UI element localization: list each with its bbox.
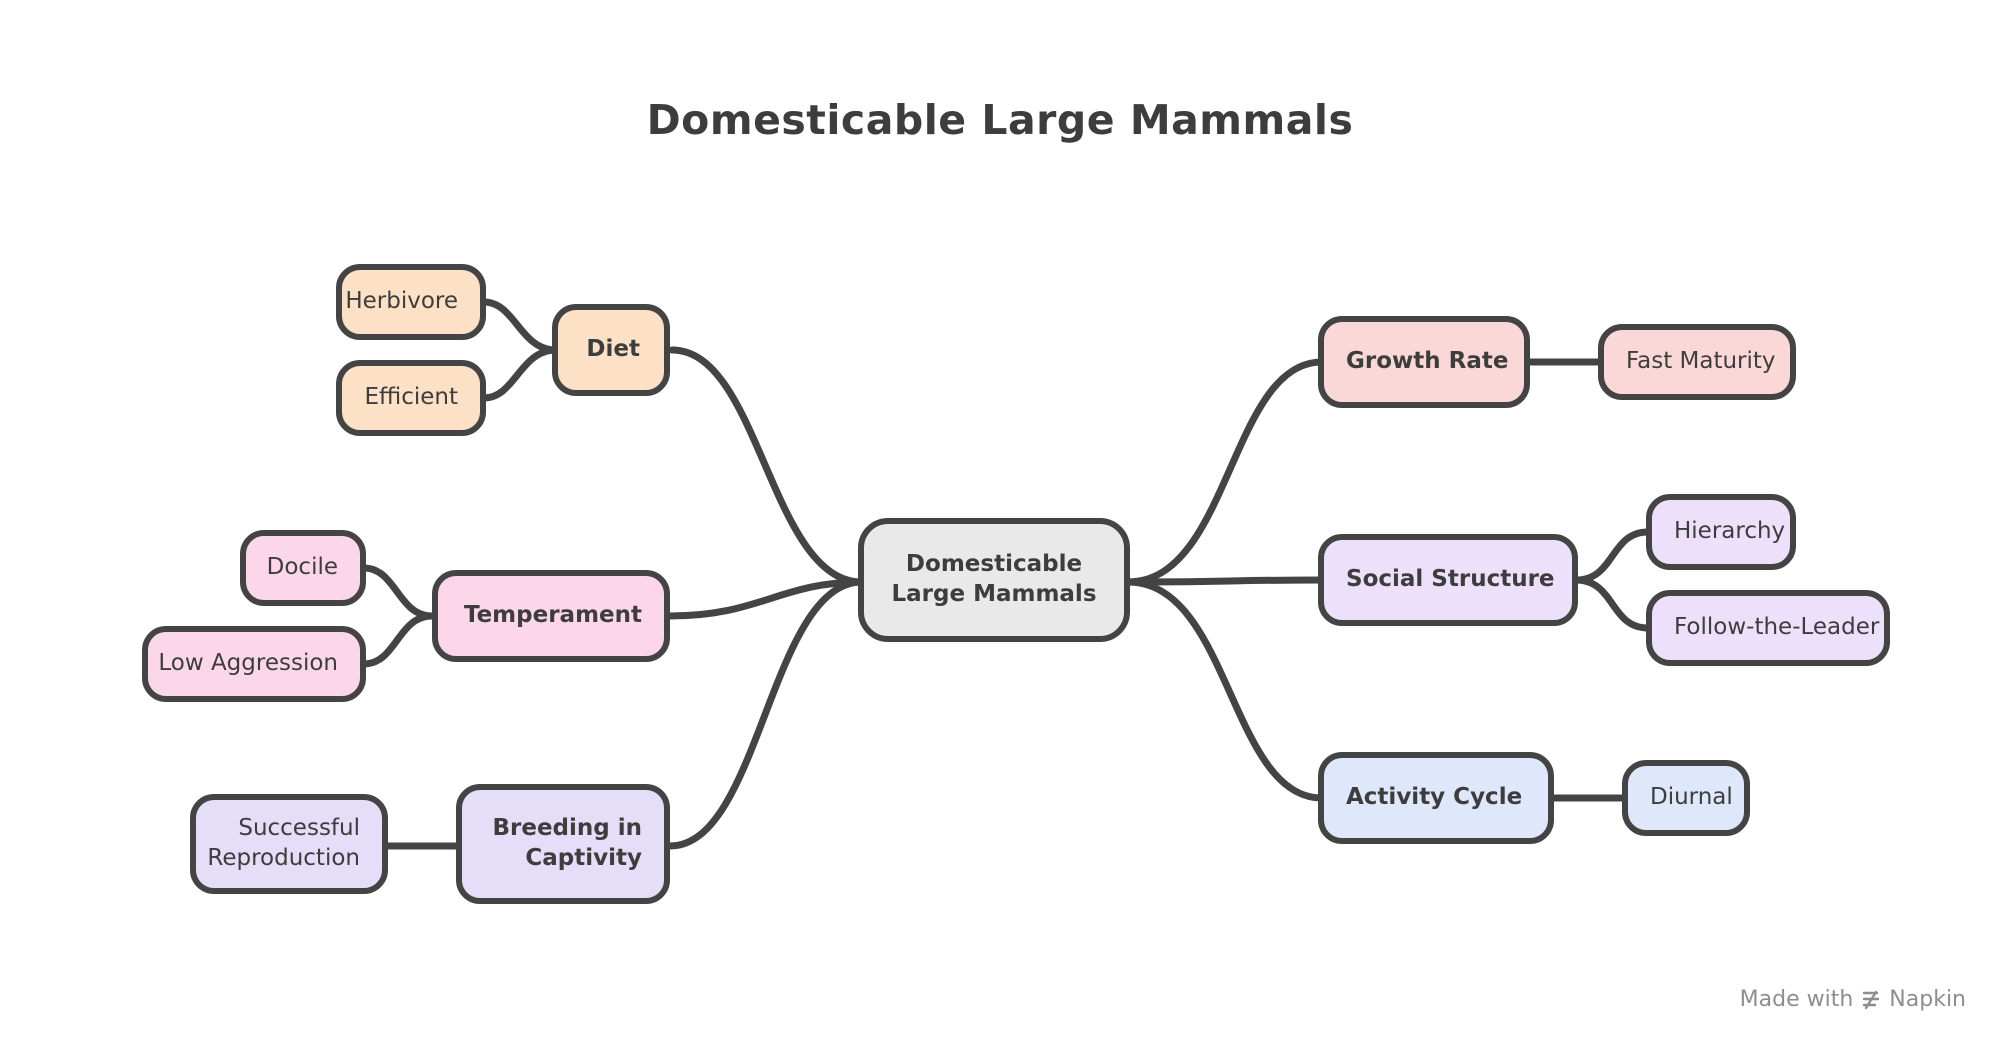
leaf-label-hierarchy: Hierarchy (1674, 518, 1786, 545)
category-label-breeding-line1: Breeding in (492, 815, 642, 842)
leaf-label-docile: Docile (266, 554, 338, 581)
leaf-node-successful-reproduction: Successful Reproduction (190, 794, 388, 894)
connector-temperament-low-aggression (360, 612, 436, 668)
connector-social-follow (1572, 576, 1652, 632)
category-label-growth-rate: Growth Rate (1346, 348, 1509, 375)
category-label-activity-cycle: Activity Cycle (1346, 784, 1523, 811)
leaf-label-reproduction-line1: Successful (238, 815, 360, 842)
connector-center-growth (1124, 358, 1326, 586)
leaf-label-herbivore: Herbivore (345, 288, 458, 315)
leaf-label-reproduction-line2: Reproduction (207, 845, 360, 871)
connector-center-diet (668, 346, 866, 586)
category-node-activity-cycle: Activity Cycle (1318, 752, 1554, 844)
connector-diet-herbivore (480, 298, 560, 354)
center-node: Domesticable Large Mammals (858, 518, 1130, 642)
leaf-label-diurnal: Diurnal (1650, 784, 1733, 811)
leaf-node-diurnal: Diurnal (1622, 760, 1750, 836)
category-node-growth-rate: Growth Rate (1318, 316, 1530, 408)
leaf-node-hierarchy: Hierarchy (1646, 494, 1796, 570)
leaf-label-fast-maturity: Fast Maturity (1626, 348, 1776, 375)
center-node-line2: Large Mammals (891, 581, 1097, 607)
category-label-temperament: Temperament (463, 602, 642, 629)
made-with-napkin-watermark: Made with Napkin (1740, 987, 1966, 1012)
leaf-node-docile: Docile (240, 530, 366, 606)
watermark-prefix: Made with (1739, 987, 1854, 1012)
connector-center-activity (1124, 578, 1326, 802)
connector-center-temperament (666, 578, 866, 620)
category-node-breeding: Breeding in Captivity (456, 784, 670, 904)
category-node-diet: Diet (552, 304, 670, 396)
connector-temperament-docile (360, 564, 436, 620)
leaf-node-low-aggression: Low Aggression (142, 626, 366, 702)
watermark-brand: Napkin (1889, 987, 1966, 1012)
napkin-logo-icon (1863, 990, 1880, 1009)
connector-center-breeding (666, 578, 866, 850)
category-node-social-structure: Social Structure (1318, 534, 1578, 626)
leaf-node-herbivore: Herbivore (336, 264, 486, 340)
category-label-diet: Diet (586, 336, 640, 363)
connector-diet-efficient (480, 346, 560, 402)
diagram-title: Domesticable Large Mammals (646, 96, 1354, 144)
leaf-node-fast-maturity: Fast Maturity (1598, 324, 1796, 400)
leaf-label-efficient: Efficient (364, 384, 458, 411)
connector-center-social (1124, 576, 1326, 586)
leaf-label-follow-the-leader: Follow-the-Leader (1674, 614, 1880, 641)
category-label-breeding-line2: Captivity (525, 845, 642, 871)
leaf-node-follow-the-leader: Follow-the-Leader (1646, 590, 1890, 666)
category-node-temperament: Temperament (432, 570, 670, 662)
leaf-node-efficient: Efficient (336, 360, 486, 436)
category-label-social-structure: Social Structure (1346, 566, 1555, 593)
leaf-label-low-aggression: Low Aggression (158, 650, 338, 677)
connector-social-hierarchy (1572, 528, 1652, 584)
center-node-line1: Domesticable (905, 551, 1083, 578)
